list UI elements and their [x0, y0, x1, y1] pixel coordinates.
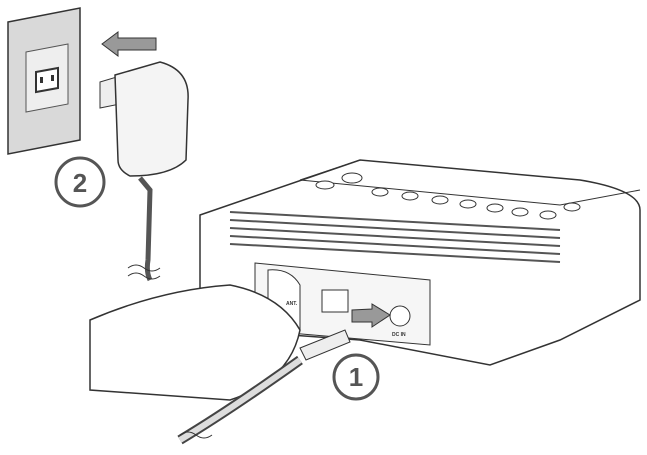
- clock-radio: ANT. DC IN: [199, 159, 641, 366]
- hand-with-plug: [89, 284, 351, 445]
- usb-port: [321, 289, 349, 313]
- dc-in-jack: [389, 305, 411, 327]
- step-2-label: 2: [73, 168, 87, 198]
- ac-adapter: [99, 61, 189, 282]
- antenna-label: ANT.: [286, 301, 298, 307]
- insert-arrow-dc: [351, 303, 391, 328]
- step-1-label: 1: [349, 362, 363, 392]
- step-1-badge: 1: [332, 353, 380, 401]
- step-2-badge: 2: [54, 156, 106, 208]
- dc-in-label: DC IN: [392, 332, 406, 338]
- insert-arrow-plug: [101, 31, 157, 57]
- wall-outlet: [7, 7, 81, 155]
